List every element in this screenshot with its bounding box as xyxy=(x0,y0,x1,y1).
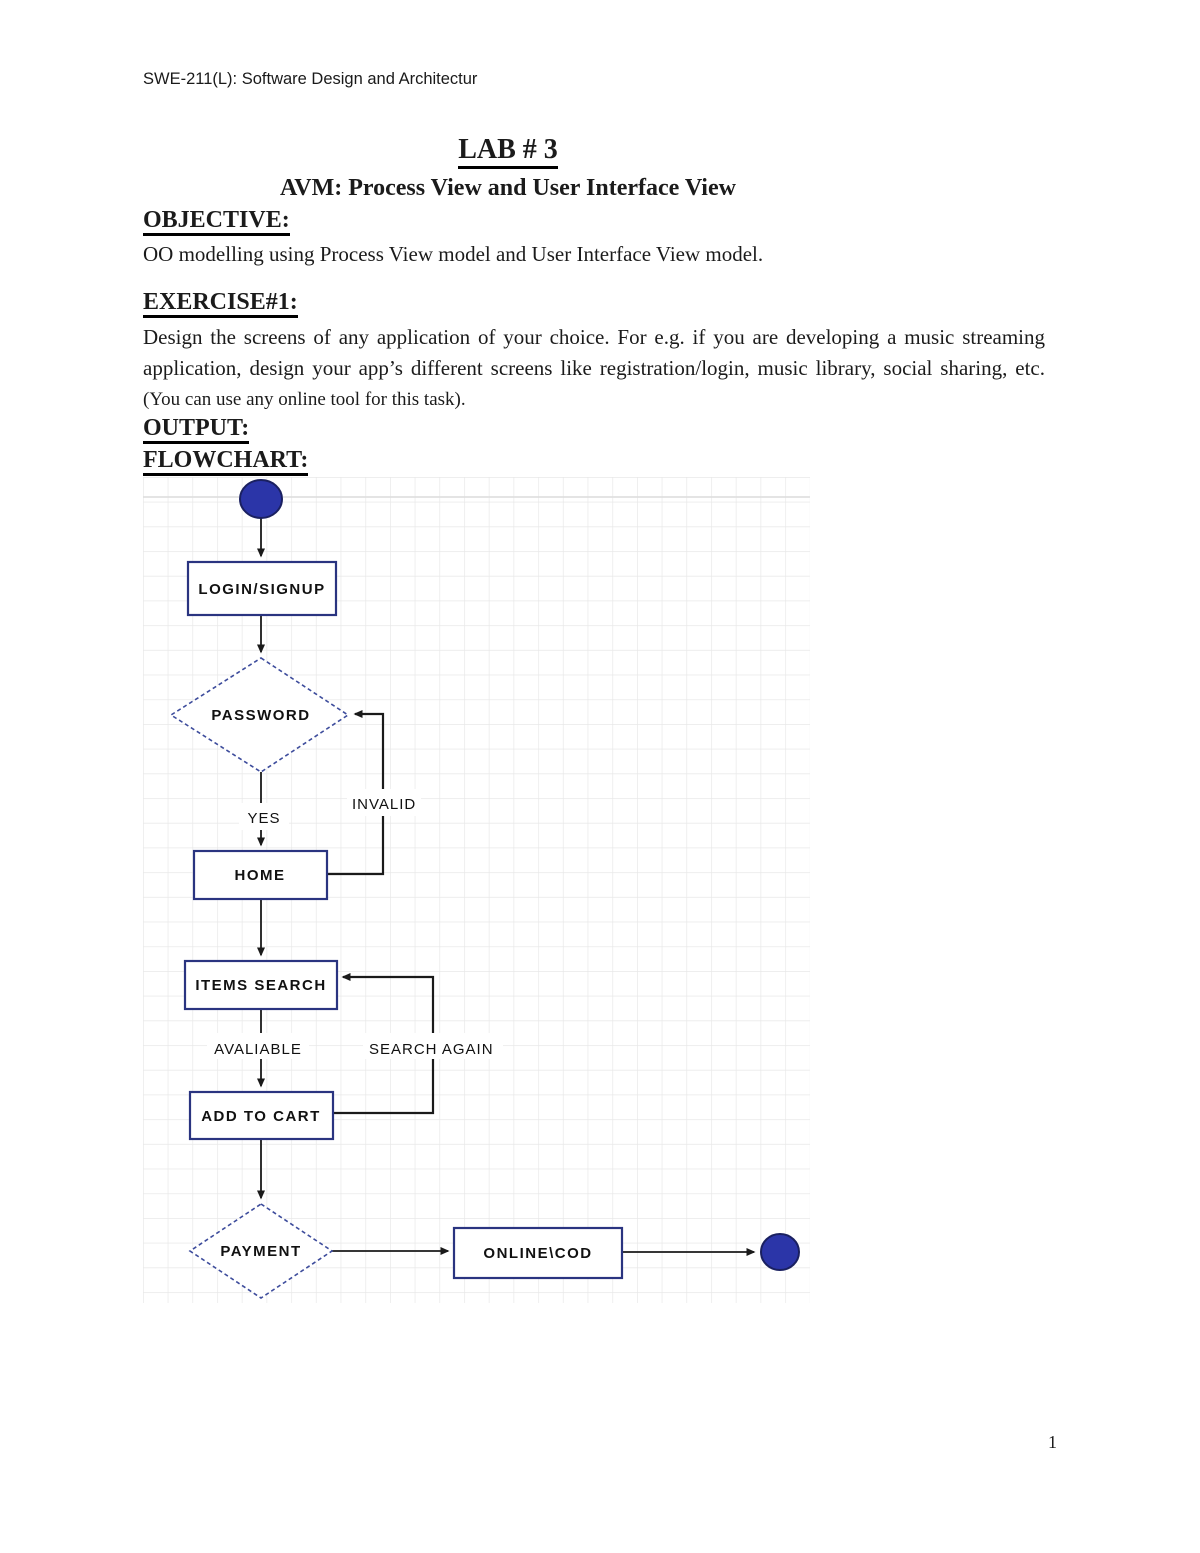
start-node xyxy=(239,479,283,519)
exercise-text-main: Design the screens of any application of… xyxy=(143,325,1045,380)
payment-diamond xyxy=(188,1203,334,1299)
search-again-label-bg xyxy=(363,1033,503,1059)
exercise-text-note: (You can use any online tool for this ta… xyxy=(143,389,466,410)
payment-label: PAYMENT xyxy=(220,1243,301,1260)
flowchart-heading: FLOWCHART: xyxy=(143,447,309,477)
yes-label: YES xyxy=(247,810,280,827)
password-diamond xyxy=(169,657,350,773)
items-search-label: ITEMS SEARCH xyxy=(195,977,326,994)
objective-heading: OBJECTIVE: xyxy=(143,207,290,237)
output-heading-wrap: OUTPUT: xyxy=(143,415,250,445)
exercise-paragraph: Design the screens of any application of… xyxy=(143,322,1045,416)
search-again-label: SEARCH AGAIN xyxy=(369,1041,494,1058)
end-node xyxy=(760,1233,800,1271)
add-to-cart-box xyxy=(188,1090,335,1141)
objective-text: OO modelling using Process View model an… xyxy=(143,242,764,266)
home-box xyxy=(192,849,329,901)
avaliable-label-bg xyxy=(207,1033,309,1059)
avaliable-label: AVALIABLE xyxy=(214,1041,302,1058)
login-signup-box xyxy=(186,560,338,617)
online-cod-box xyxy=(452,1226,624,1280)
page-number: 1 xyxy=(1048,1432,1057,1452)
objective-heading-wrap: OBJECTIVE: xyxy=(143,207,290,237)
flowchart-heading-wrap: FLOWCHART: xyxy=(143,447,309,477)
exercise-heading: EXERCISE#1: xyxy=(143,289,298,319)
password-label: PASSWORD xyxy=(211,707,310,724)
online-cod-label: ONLINE\COD xyxy=(483,1245,592,1262)
home-label: HOME xyxy=(235,867,286,884)
flowchart-diagram: LOGIN/SIGNUP PASSWORD YES INVALID HOME I… xyxy=(143,477,810,1303)
items-search-box xyxy=(183,959,339,1011)
output-heading: OUTPUT: xyxy=(143,415,250,445)
yes-label-bg xyxy=(239,803,289,830)
lab-title: LAB # 3 xyxy=(458,134,558,170)
add-to-cart-label: ADD TO CART xyxy=(201,1108,321,1125)
lab-subtitle: AVM: Process View and User Interface Vie… xyxy=(280,175,736,202)
exercise-heading-wrap: EXERCISE#1: xyxy=(143,289,298,319)
document-header: SWE-211(L): Software Design and Architec… xyxy=(143,70,478,88)
invalid-label-bg xyxy=(347,789,421,816)
title-block: LAB # 3 AVM: Process View and User Inter… xyxy=(143,134,873,202)
login-signup-label: LOGIN/SIGNUP xyxy=(198,581,325,598)
invalid-label: INVALID xyxy=(352,796,416,813)
